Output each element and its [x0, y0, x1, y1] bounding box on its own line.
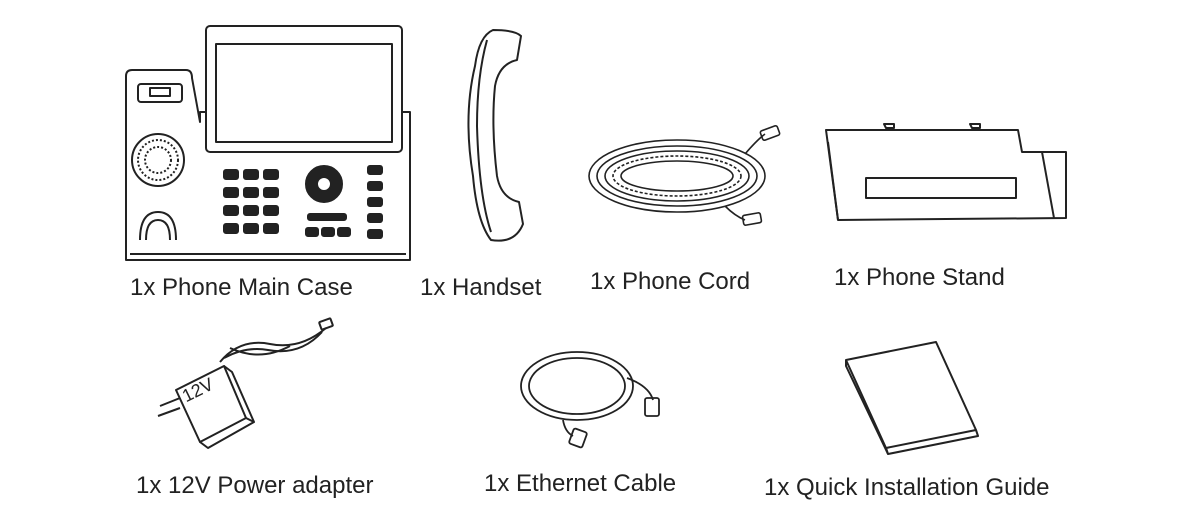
caption-quick-guide: 1x Quick Installation Guide [764, 474, 1050, 501]
caption-phone-cord: 1x Phone Cord [590, 268, 751, 295]
caption-phone-stand: 1x Phone Stand [834, 264, 1005, 291]
ethernet-cable-icon [515, 342, 675, 452]
phone-stand-icon [822, 122, 1072, 226]
caption-power-adapter: 1x 12V Power adapter [136, 472, 374, 499]
caption-ethernet-cable: 1x Ethernet Cable [484, 470, 677, 497]
handset-icon [455, 26, 535, 248]
phone-main-case-icon [118, 22, 418, 262]
caption-phone-main-case: 1x Phone Main Case [130, 274, 353, 301]
power-adapter-icon [150, 318, 340, 454]
caption-handset: 1x Handset [420, 274, 542, 301]
quick-guide-icon [842, 340, 982, 456]
phone-cord-icon [585, 124, 785, 230]
